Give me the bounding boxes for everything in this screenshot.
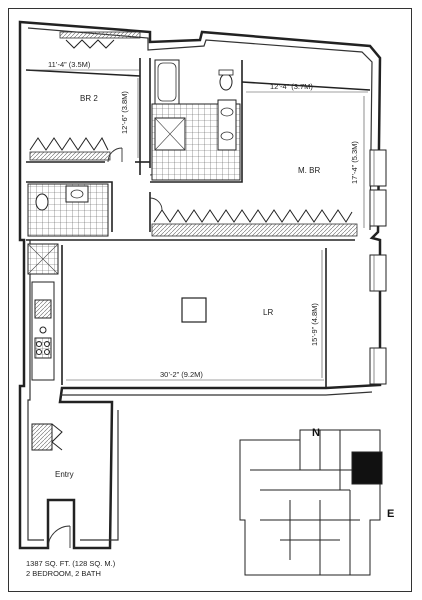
column	[181, 297, 207, 323]
compass-north-label: N	[312, 427, 320, 439]
windows	[369, 149, 387, 385]
dimension-mbr-width: 12’-4” (3.7M)	[270, 82, 313, 91]
room-label-living-room: LR	[263, 308, 274, 317]
room-label-master-bedroom: M. BR	[298, 166, 321, 175]
master-bath	[151, 59, 241, 181]
unit-info: 1387 SQ. FT. (128 SQ. M.) 2 BEDROOM, 2 B…	[26, 559, 115, 579]
second-bath	[27, 183, 109, 275]
dimension-lines	[30, 69, 368, 381]
dimension-br2-width: 11’-4” (3.5M)	[48, 60, 91, 69]
unit-layout: 2 BEDROOM, 2 BATH	[26, 569, 101, 578]
unit-area: 1387 SQ. FT. (128 SQ. M.)	[26, 559, 116, 568]
room-label-br2: BR 2	[80, 94, 98, 103]
entry-closet	[31, 423, 63, 451]
dimension-lr-depth: 15’-9” (4.8M)	[310, 303, 319, 346]
page-border	[8, 8, 412, 592]
key-plan	[239, 429, 383, 576]
closet-shelves	[29, 31, 358, 237]
room-label-entry: Entry	[55, 470, 74, 479]
partitions	[25, 58, 371, 388]
closet-doors	[29, 39, 353, 223]
dimension-lr-width: 30’-2” (9.2M)	[160, 370, 203, 379]
kitchen	[31, 281, 55, 381]
inner-walls	[27, 27, 373, 541]
dimension-br2-depth: 12’-6” (3.8M)	[120, 91, 129, 134]
compass-east-label: E	[387, 508, 395, 520]
dimension-mbr-depth: 17’-4” (5.3M)	[350, 141, 359, 184]
